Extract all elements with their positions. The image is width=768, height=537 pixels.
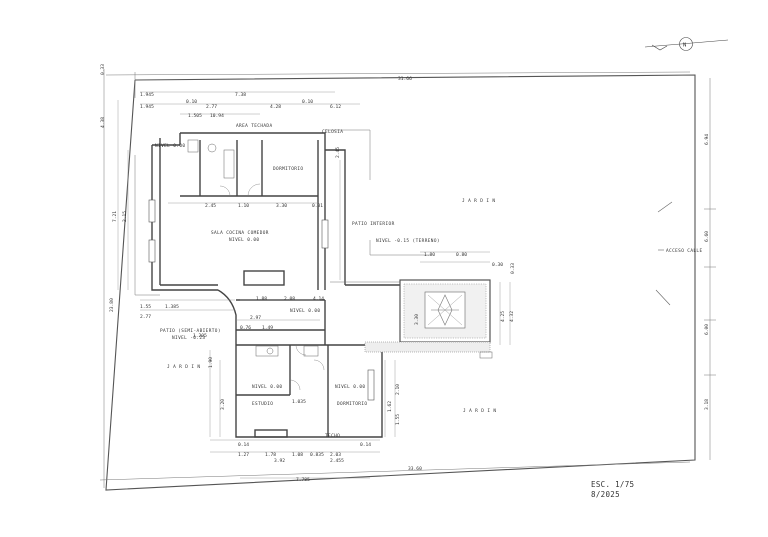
dim-top-10: 0.10 [302,99,313,105]
dim-mid-22: 3.20 [220,399,226,410]
label-celosia: CELOSIA [322,129,343,135]
dim-bottom-7: 0.14 [360,442,371,448]
dim-left-3: 2.15 [122,211,128,222]
dim-mid-17: 4.32 [509,311,515,322]
dim-mid-21: 1.55 [395,414,401,425]
label-nivel-nota: NIVEL -0.15 (TERRENO) [376,238,440,244]
dim-right-mid: 6.60 [704,231,710,242]
dim-bottom-9: 2.455 [330,458,344,464]
label-nivel-0: NIVEL 0.00 [290,308,320,314]
label-dormitorio-1: DORMITORIO [273,166,303,172]
north-label: N [683,43,686,49]
dim-bottom: 33.60 [408,466,422,472]
dim-mid-10: 4.14 [313,296,324,302]
dim-bottom-8: 3.92 [274,458,285,464]
dim-mid-20: 2.10 [395,384,401,395]
dim-mid-7: 2.97 [250,315,261,321]
dim-bottom-1: 0.14 [238,442,249,448]
dim-top-2: 7.38 [235,92,246,98]
dim-mid-5: 1.88 [256,296,267,302]
label-dormitorio-2-nivel: NIVEL 0.00 [335,384,365,390]
dim-mid-1: 2.45 [205,203,216,209]
roof-outline [134,129,430,346]
dim-mid-12: 1.62 [387,401,393,412]
dim-bottom-3: 1.78 [265,452,276,458]
dim-mid-19: 2.45 [335,147,341,158]
label-patio: PATIO (SEMI-ABIERTO) [160,328,221,334]
dim-left-6: 2.77 [140,314,151,320]
dim-mid-24: 1.035 [292,399,306,405]
label-estudio: ESTUDIO [252,401,273,407]
dim-mid-4: 0.31 [312,203,323,209]
dim-left-4: 1.55 [140,304,151,310]
north-arrow-icon [644,37,729,51]
label-estudio-nivel: NIVEL 0.00 [252,384,282,390]
label-patio-interior: PATIO INTERIOR [352,221,395,227]
dim-bottom-6: 2.03 [330,452,341,458]
label-sala: SALA COCINA COMEDOR [211,230,269,236]
dim-mid-16: 0.33 [510,263,516,274]
dim-mid-3: 3.30 [276,203,287,209]
dim-mid-14: 1.80 [424,252,435,258]
dim-mid-15: 0.80 [456,252,467,258]
dim-mid-6: 2.08 [284,296,295,302]
dim-mid-13: 0.30 [492,262,503,268]
dim-bottom-10: 7.785 [296,477,310,483]
dim-bottom-2: 1.27 [238,452,249,458]
dim-mid-8: 0.76 [240,325,251,331]
label-area-techada: AREA TECHADA [236,123,273,129]
dim-left-2: 7.21 [112,211,118,222]
label-nivel-small: NIVEL 0.00 [155,143,185,149]
dim-right-upper: 6.94 [704,134,710,145]
dim-top-9: 0.10 [186,99,197,105]
dim-right-bottom: 3.18 [704,399,710,410]
dim-bottom-4: 1.08 [292,452,303,458]
dim-top-5: 6.12 [330,104,341,110]
dim-left-5: 1.385 [165,304,179,310]
dim-top-8: 10.94 [210,113,224,119]
dim-mid-25: 1.205 [193,333,207,339]
label-jardin-se: J A R D I N [463,408,496,414]
label-sala-nivel: NIVEL 0.00 [229,237,259,243]
dim-right-lower: 6.00 [704,324,710,335]
label-acceso-calle: ACCESO CALLE [666,248,703,254]
dim-left-small: 0.33 [100,64,106,75]
site-dimension-lines [99,69,716,488]
dim-top-3: 2.77 [206,104,217,110]
windows [148,199,375,401]
dim-mid-23: 3.30 [414,314,420,325]
label-jardin-ne: J A R D I N [462,198,495,204]
dim-bottom-5: 0.835 [310,452,324,458]
patio-interior [364,279,493,359]
scale-label: ESC. 1/75 [591,480,634,489]
dim-mid-11: 1.90 [208,357,214,368]
access-arrow-icon [655,201,673,306]
label-techo: TECHO [325,433,340,439]
label-dormitorio-2: DORMITORIO [337,401,367,407]
dim-mid-9: 1.49 [262,325,273,331]
dim-mid-18: 4.25 [500,311,506,322]
dim-left: 23.80 [109,298,115,312]
site-boundary [105,74,696,491]
dim-top-4: 4.28 [270,104,281,110]
dim-mid-2: 1.10 [238,203,249,209]
dim-top-1: 1.945 [140,92,154,98]
dimension-lines [117,91,511,479]
date-label: 8/2025 [591,490,620,499]
door-swings [219,183,325,391]
dim-left-1: 4.38 [100,117,106,128]
bathroom-fixtures [187,139,319,357]
dim-top-6: 1.945 [140,104,154,110]
label-patio-nivel: NIVEL -0.23 [172,335,205,341]
house-walls [151,132,400,438]
label-jardin-w: J A R D I N [167,364,200,370]
dim-top: 31.66 [398,76,412,82]
dim-top-7: 1.505 [188,113,202,119]
